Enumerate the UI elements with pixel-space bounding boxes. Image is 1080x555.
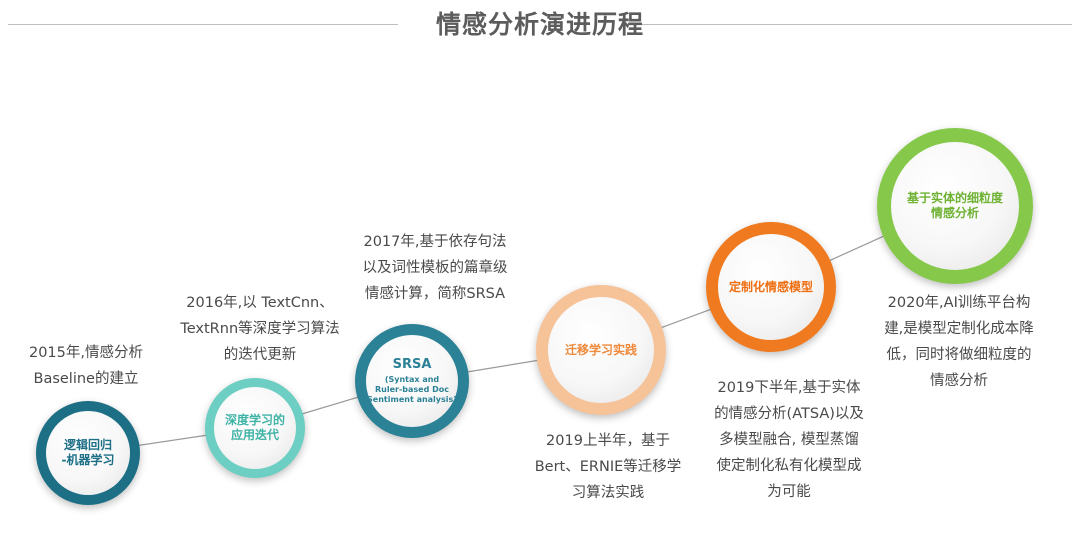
stage-label-3: SRSA [392, 357, 432, 372]
stage-node-5: 定制化情感模型 [706, 222, 836, 352]
stage-description-5: 2019下半年,基于实体 的情感分析(ATSA)以及 多模型融合, 模型蒸馏 使… [714, 380, 864, 500]
stage-label-1: 逻辑回归 -机器学习 [61, 438, 115, 467]
stage-description-2: 2016年,以 TextCnn、 TextRnn等深度学习算法 的迭代更新 [180, 295, 340, 363]
stage-label-5: 定制化情感模型 [728, 279, 813, 294]
stage-node-3: SRSA (Syntax and Ruler-based Doc Sentime… [355, 324, 469, 438]
stage-node-1: 逻辑回归 -机器学习 [36, 401, 140, 505]
stage-label-2: 深度学习的 应用迭代 [224, 413, 285, 442]
stage-description-3: 2017年,基于依存句法 以及词性模板的篇章级 情感计算，简称SRSA [362, 234, 508, 302]
stage-node-4: 迁移学习实践 [536, 285, 666, 415]
stage-node-6: 基于实体的细粒度 情感分析 [877, 128, 1033, 284]
stage-description-6: 2020年,AI训练平台构 建,是模型定制化成本降 低，同时将做细粒度的 情感分… [884, 295, 1034, 389]
stage-description-1: 2015年,情感分析 Baseline的建立 [28, 345, 143, 387]
title-rule-right [632, 24, 1072, 25]
stage-node-2: 深度学习的 应用迭代 [205, 378, 305, 478]
stage-sublabel-3: (Syntax and Ruler-based Doc Sentiment an… [367, 375, 457, 404]
stage-label-4: 迁移学习实践 [564, 342, 637, 357]
stage-label-6: 基于实体的细粒度 情感分析 [906, 191, 1003, 220]
page-title: 情感分析演进历程 [435, 10, 644, 39]
stage-description-4: 2019上半年，基于 Bert、ERNIE等迁移学 习算法实践 [534, 433, 682, 501]
title-rule-left [8, 24, 398, 25]
